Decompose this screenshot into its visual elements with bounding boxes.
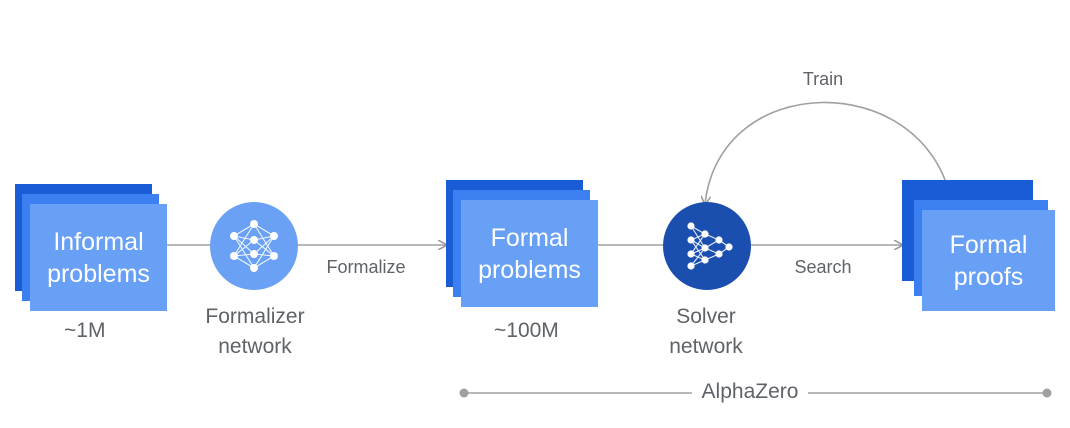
solver-network-label: Solver network (669, 305, 743, 358)
formal-proofs-stack: Formal proofs (902, 180, 1057, 313)
alphazero-label: AlphaZero (701, 380, 799, 403)
alphazero-dot-right (1042, 388, 1052, 398)
edge-train-loop (705, 101, 951, 204)
informal-problems-card: Informal problems (30, 204, 167, 311)
train-edge-label: Train (802, 69, 844, 89)
formalize-edge-label: Formalize (326, 257, 406, 277)
formal-problems-label: Formal problems (478, 223, 581, 284)
informal-problems-label: Informal problems (47, 227, 150, 288)
informal-problems-stack: Informal problems (15, 184, 170, 311)
formal-problems-card: Formal problems (461, 200, 598, 307)
solver-network-node (663, 202, 751, 290)
formal-proofs-card: Formal proofs (922, 210, 1055, 311)
search-edge-label: Search (794, 257, 852, 277)
alphazero-dot-left (459, 388, 469, 398)
formal-problems-count: ~100M (494, 319, 559, 342)
formal-problems-stack: Formal problems (446, 180, 601, 307)
formal-proofs-label: Formal proofs (949, 230, 1028, 291)
neural-network-play-icon (687, 222, 733, 270)
formalizer-network-label: Formalizer network (205, 305, 305, 358)
formalizer-network-node (210, 202, 298, 290)
informal-count: ~1M (64, 319, 106, 342)
neural-network-icon (230, 220, 278, 272)
